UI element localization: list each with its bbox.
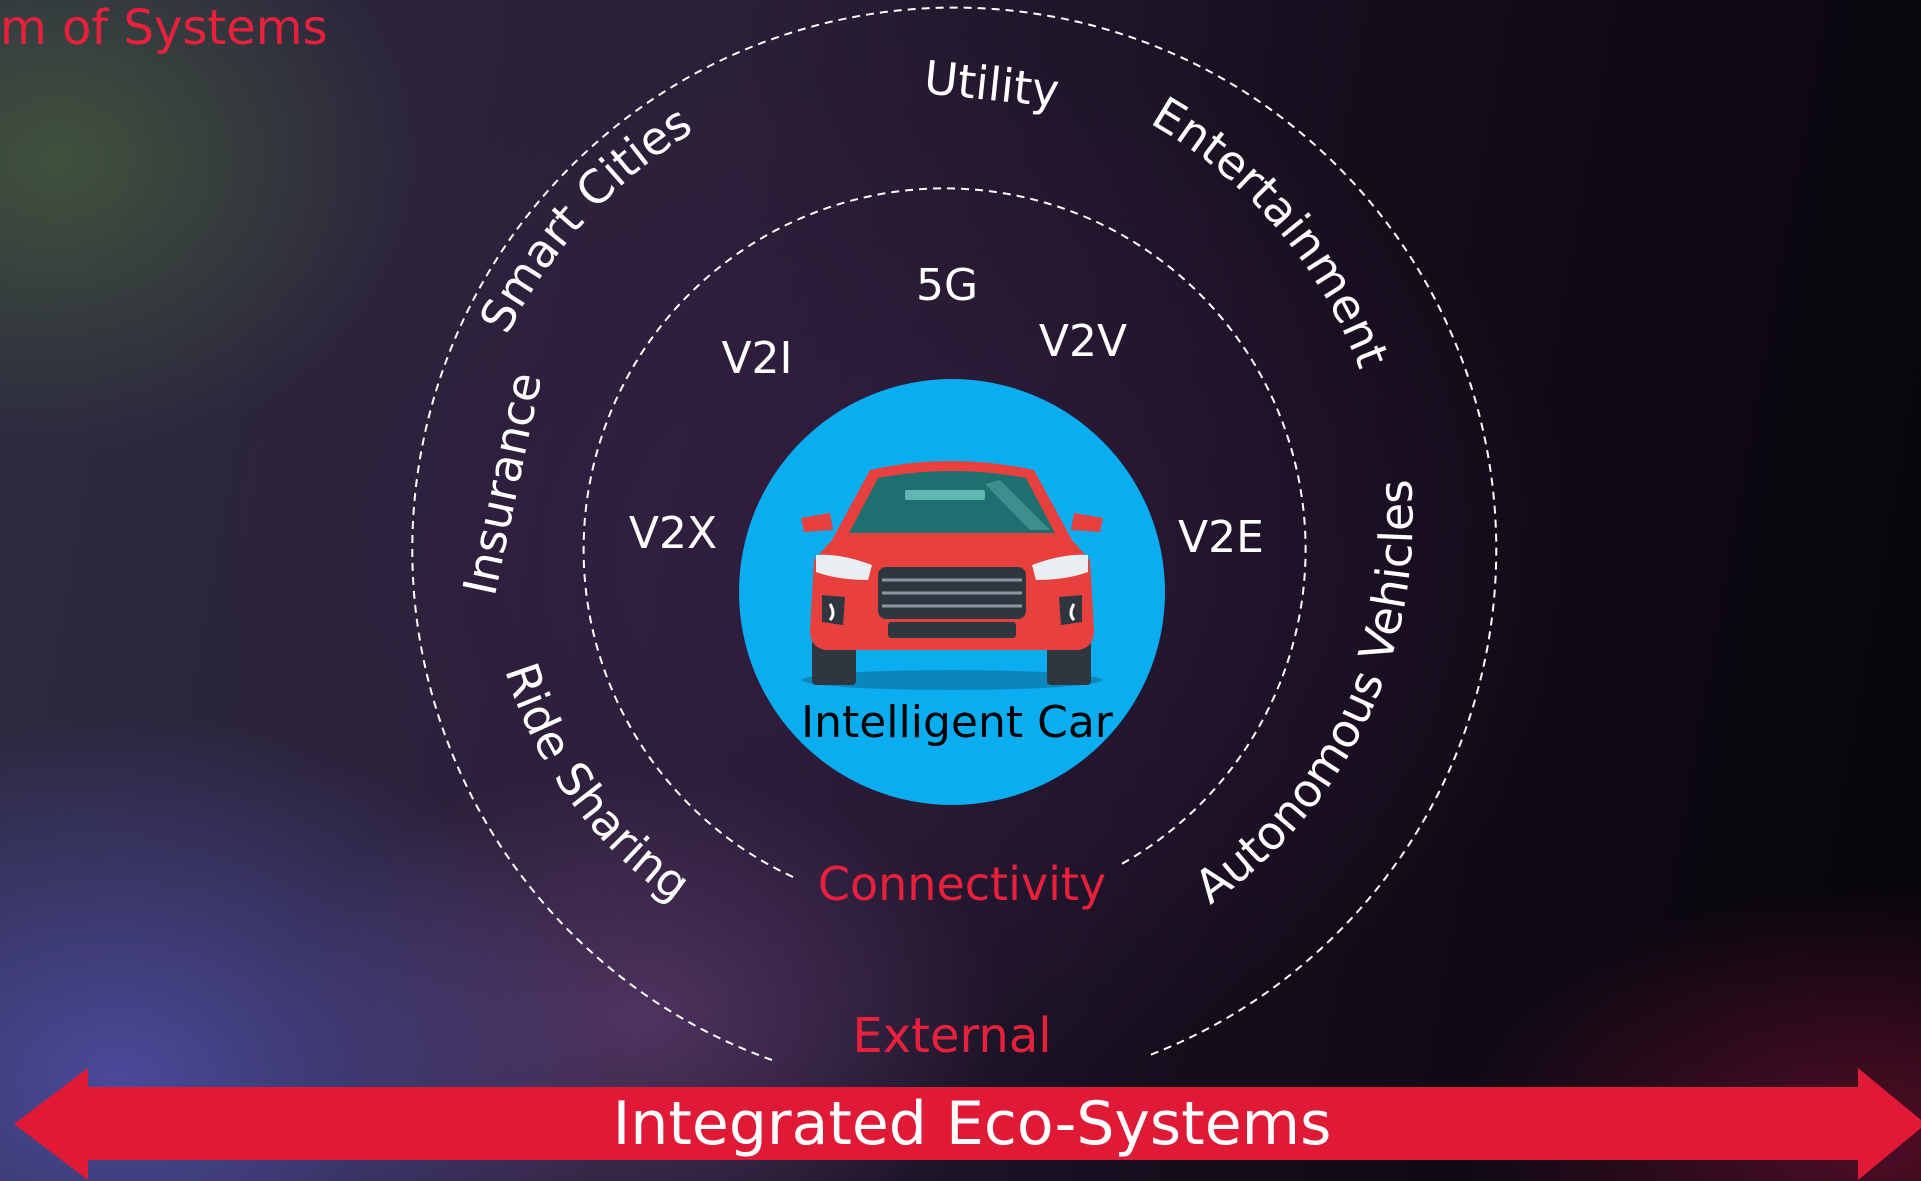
outer-item-smart-cities: Smart Cities [469, 95, 701, 341]
banner-label: Integrated Eco-Systems [613, 1089, 1332, 1159]
page-title-fragment: m of Systems [0, 0, 328, 56]
outer-ring-title: External [852, 1008, 1051, 1064]
inner-item-v2i: V2I [721, 333, 792, 384]
inner-ring [582, 187, 1307, 878]
outer-item-utility: Utility [922, 50, 1062, 118]
center-label: Intelligent Car [801, 697, 1114, 748]
outer-item-entertainment: Entertainment [1143, 86, 1400, 375]
outer-item-insurance: Insurance [452, 368, 552, 600]
inner-item-v2e: V2E [1178, 512, 1264, 563]
inner-item-v2v: V2V [1039, 316, 1127, 367]
inner-item-5g: 5G [916, 260, 978, 311]
inner-item-v2x: V2X [629, 508, 717, 559]
outer-ring [411, 6, 1498, 1061]
car-icon [801, 461, 1103, 690]
inner-ring-title: Connectivity [818, 857, 1106, 911]
eco-systems-banner-arrow [14, 1068, 1921, 1180]
